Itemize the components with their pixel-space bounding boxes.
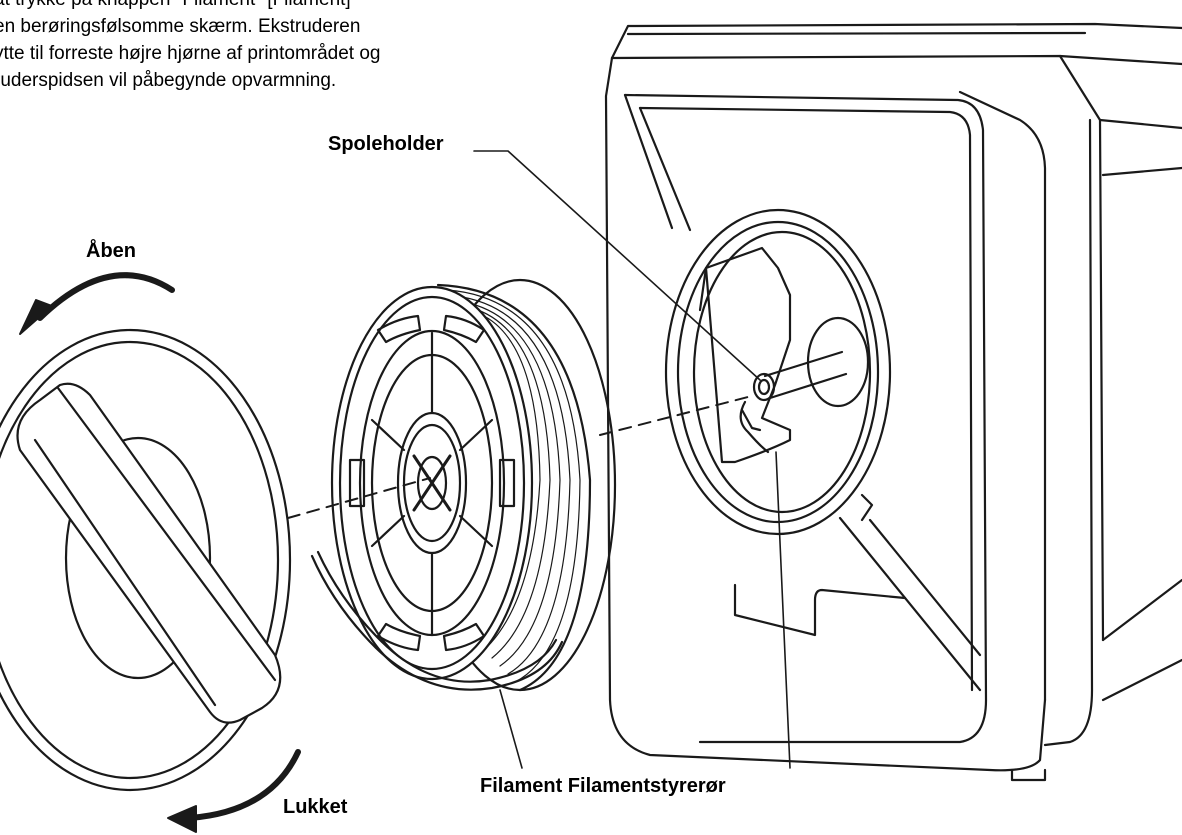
counterclockwise-arrow-icon [19,299,53,335]
intro-line: ytte til forreste højre hjørne af printo… [0,43,381,64]
spool-cover [0,328,292,792]
open-label: Åben [86,240,136,262]
spool-holder-bay [664,208,892,536]
filament-guide-label: Filament Filamentstyrerør [480,775,726,797]
alignment-axis [287,396,749,519]
printer-body [604,22,1182,782]
spool-holder-label: Spoleholder [328,133,444,155]
intro-line: en berøringsfølsomme skærm. Ekstruderen [0,16,361,37]
intro-line: at trykke på knappen "Filament" [Filamen… [0,0,381,13]
clockwise-arrow-icon [187,749,301,821]
clockwise-arrow-icon [167,805,197,833]
intro-line: ruderspidsen vil påbegynde opvarmning. [0,70,337,91]
filament-spool [310,278,617,692]
intro-text: at trykke på knappen "Filament" [Filamen… [0,0,381,94]
counterclockwise-arrow-icon [37,272,175,321]
closed-label: Lukket [283,796,348,818]
leader-lines [473,150,791,769]
